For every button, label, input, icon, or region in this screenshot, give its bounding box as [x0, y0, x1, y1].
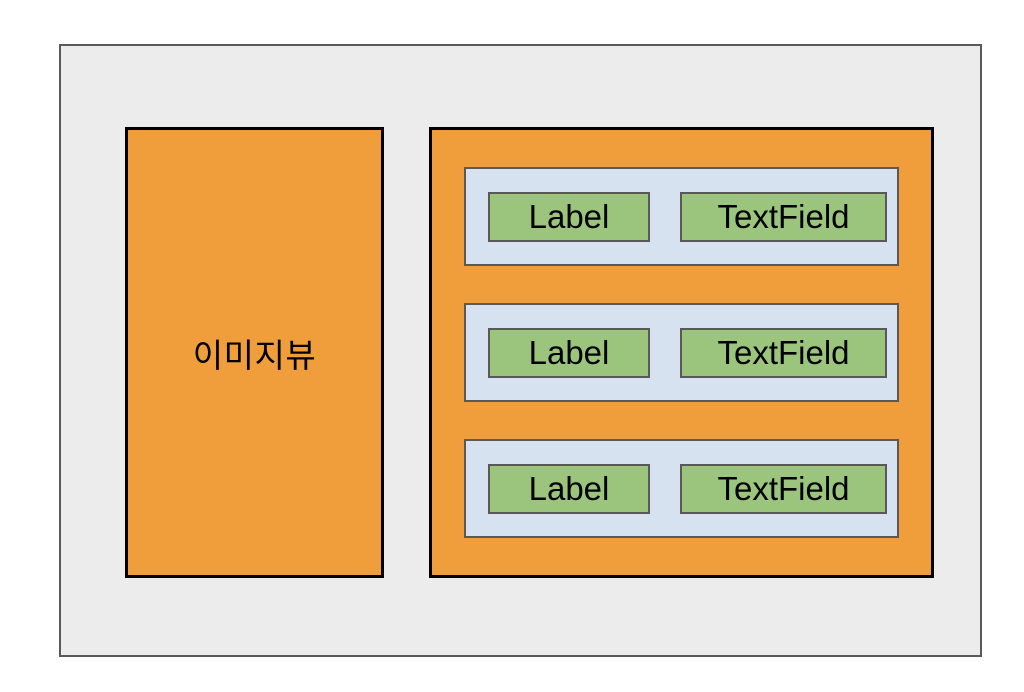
imageview-box: 이미지뷰	[125, 127, 384, 578]
label-box-2: Label	[488, 327, 650, 378]
textfield-box-1: TextField	[680, 191, 887, 242]
textfield-box-2: TextField	[680, 327, 887, 378]
imageview-label: 이미지뷰	[192, 336, 317, 374]
form-row-2: Label TextField	[464, 303, 899, 402]
label-box-1: Label	[488, 191, 650, 242]
form-row-3: Label TextField	[464, 439, 899, 538]
diagram-canvas: 이미지뷰 Label TextField Label TextField Lab…	[59, 44, 982, 657]
form-row-1: Label TextField	[464, 167, 899, 266]
textfield-box-3: TextField	[680, 463, 887, 514]
form-panel: Label TextField Label TextField Label Te…	[429, 127, 934, 578]
label-box-3: Label	[488, 463, 650, 514]
